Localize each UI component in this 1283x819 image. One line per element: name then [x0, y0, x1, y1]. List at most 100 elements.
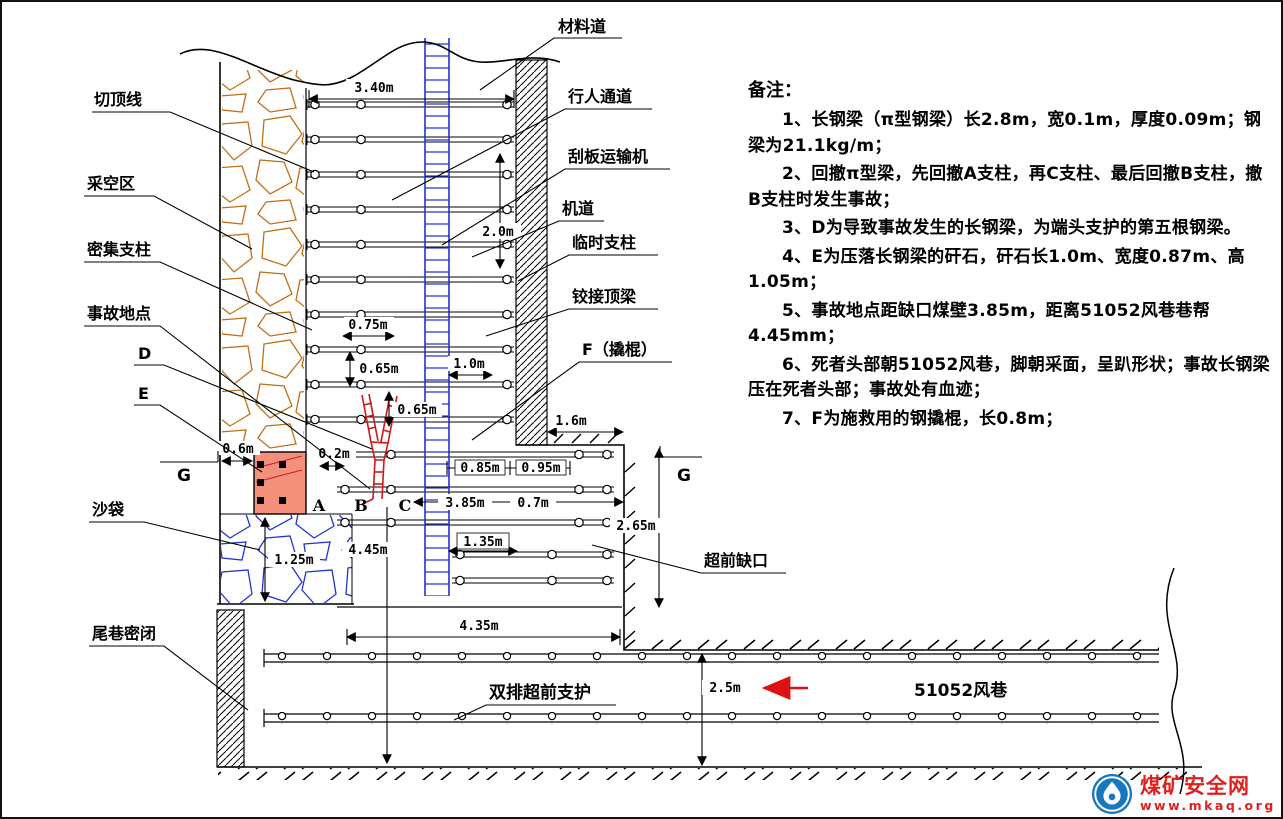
- tail-seal-wall: [216, 609, 245, 768]
- pi-beam-rows: [306, 98, 622, 608]
- label-d: D: [138, 344, 151, 363]
- label-xingrentongdao: 行人通道: [567, 87, 632, 106]
- callout-f-crowbar: F（撬棍）: [471, 340, 672, 441]
- dim-2-5m: 2.5m: [697, 652, 748, 767]
- label-shadai: 沙袋: [92, 500, 125, 519]
- dim-label: 0.65m: [359, 362, 398, 377]
- callout-e: E: [134, 384, 263, 473]
- callout-jidao: 机道: [471, 199, 604, 258]
- label-guabanyunshuji: 刮板运输机: [568, 147, 648, 166]
- letter-a: A: [312, 496, 326, 515]
- scraper-conveyor: [424, 38, 450, 596]
- logo-text: 煤矿安全网 www.mkaq.org: [1140, 775, 1276, 812]
- dim-4-45m: 4.45m: [342, 507, 394, 765]
- dim-label: 1.35m: [463, 535, 502, 550]
- dim-1-35m: 1.35m: [447, 532, 519, 556]
- note-item-5: 5、事故地点距缺口煤壁3.85m，距离51052风巷巷帮4.45mm；: [748, 300, 1211, 347]
- callout-shadai: 沙袋: [89, 500, 261, 551]
- dim-3-85m-0-7m: 3.85m 0.7m: [412, 494, 625, 511]
- callout-guabanyunshuji: 刮板运输机: [441, 147, 670, 246]
- dim-label: 0.85m: [460, 461, 499, 476]
- coal-wall-right: [515, 59, 548, 446]
- dim-3-40m: 3.40m: [307, 79, 516, 108]
- label-jiaojiedingliang: 铰接顶梁: [572, 287, 637, 306]
- label-weixiangmibi: 尾巷密闭: [92, 624, 156, 643]
- note-item-4: 4、E为压落长钢梁的矸石，矸石长1.0m、宽度0.87m、高1.05m；: [748, 246, 1245, 293]
- callout-shigudidian: 事故地点: [84, 304, 371, 490]
- dim-label: 1.6m: [555, 414, 586, 429]
- label-cailiaodao: 材料道: [558, 17, 606, 36]
- callout-jiaojiedingliang: 铰接顶梁: [485, 287, 658, 337]
- note-item-6: 6、死者头部朝51052风巷，脚朝采面，呈趴形状；事故长钢梁压在死者头部；事故处…: [748, 354, 1270, 401]
- callout-caikongqu: 采空区: [84, 174, 253, 250]
- dim-label: 0.65m: [397, 403, 436, 418]
- site-logo: 煤矿安全网 www.mkaq.org: [1090, 772, 1276, 816]
- callout-cailiaodao: 材料道: [479, 17, 622, 91]
- abc-letters: A B C: [312, 496, 412, 515]
- label-caikongqu: 采空区: [86, 174, 135, 193]
- g-right: G: [677, 466, 691, 486]
- dim-label: 1.25m: [274, 553, 313, 568]
- letter-c: C: [399, 496, 412, 515]
- dim-label: 1.0m: [453, 357, 484, 372]
- label-shuangpai: 双排超前支护: [489, 682, 591, 703]
- dim-label: 2.0m: [482, 225, 513, 240]
- logo-url: www.mkaq.org: [1140, 797, 1276, 813]
- dim-2-0m: 2.0m: [475, 152, 521, 270]
- section-marker-g-right: G: [659, 446, 702, 486]
- dim-0-85m-0-95m: 0.85m 0.95m: [446, 459, 571, 476]
- label-qiedingxian: 切顶线: [94, 90, 142, 109]
- notes-title: 备注：: [748, 80, 802, 101]
- letter-b: B: [354, 496, 368, 515]
- dim-1-6m: 1.6m: [546, 413, 625, 437]
- callout-qiedingxian: 切顶线: [92, 90, 315, 173]
- label-f-crowbar: F（撬棍）: [582, 340, 657, 359]
- dim-label: 2.65m: [616, 519, 655, 534]
- dim-label: 2.5m: [709, 681, 740, 696]
- callout-mijizhizhu: 密集支柱: [84, 240, 313, 331]
- rock-e: [253, 451, 307, 515]
- dim-1-0m: 1.0m: [447, 356, 494, 380]
- section-marker-g-left: G: [160, 451, 219, 486]
- dim-2-65m: 2.65m: [610, 447, 664, 609]
- dim-label: 0.95m: [521, 461, 560, 476]
- label-fengxiang: 51052风巷: [914, 680, 1008, 701]
- label-e: E: [138, 384, 149, 403]
- label-chaoqianquekou: 超前缺口: [703, 551, 768, 570]
- dim-1-25m: 1.25m: [260, 516, 320, 603]
- dim-4-35m: 4.35m: [345, 617, 622, 645]
- advance-support-rows: [263, 649, 1159, 727]
- note-item-1: 1、长钢梁（π型钢梁）长2.8m，宽0.1m，厚度0.09m；钢梁为21.1kg…: [748, 110, 1262, 156]
- note-item-7: 7、F为施救用的钢撬棍，长0.8m；: [782, 408, 1063, 429]
- dim-0-75m: 0.75m: [341, 317, 396, 341]
- dim-0-6m: 0.6m: [216, 441, 260, 466]
- dim-label: 3.85m: [445, 496, 484, 511]
- callout-weixiangmibi: 尾巷密闭: [89, 624, 249, 711]
- structure-edges: [179, 41, 1202, 795]
- dim-0-65m-a: 0.65m: [345, 350, 404, 388]
- label-linshizhizhu: 临时支柱: [572, 233, 636, 252]
- note-item-3: 3、D为导致事故发生的长钢梁，为端头支护的第五根钢梁。: [782, 218, 1242, 238]
- callout-xingrentongdao: 行人通道: [391, 87, 652, 201]
- dim-label: 0.2m: [318, 447, 349, 462]
- label-jidao: 机道: [562, 199, 594, 218]
- dim-label: 4.35m: [459, 619, 498, 634]
- dim-label: 0.7m: [517, 496, 548, 511]
- g-left: G: [177, 466, 191, 486]
- notes-panel: 备注： 1、长钢梁（π型钢梁）长2.8m，宽0.1m，厚度0.09m；钢梁为21…: [748, 76, 1270, 435]
- dim-label: 4.45m: [348, 543, 387, 558]
- label-shigudidian: 事故地点: [87, 304, 151, 323]
- callouts: 切顶线 采空区 密集支柱 事故地点 D E 沙袋 尾巷密闭: [84, 17, 1008, 721]
- dimensions: 3.40m 2.0m 0.75m 0.65m 1.0m 0.65m: [160, 79, 748, 767]
- dim-label: 0.75m: [348, 318, 387, 333]
- label-mijizhizhu: 密集支柱: [86, 240, 151, 259]
- dim-label: 3.40m: [354, 81, 393, 96]
- callout-shuangpai: 双排超前支护: [453, 682, 616, 721]
- dim-0-2m: 0.2m: [312, 446, 356, 471]
- note-item-2: 2、回撤π型梁，先回撤A支柱，再C支柱、最后回撤B支柱，撤B支柱时发生事故；: [748, 164, 1263, 210]
- logo-name: 煤矿安全网: [1140, 774, 1250, 799]
- goaf-region: [219, 62, 307, 604]
- logo-icon: [1091, 773, 1133, 815]
